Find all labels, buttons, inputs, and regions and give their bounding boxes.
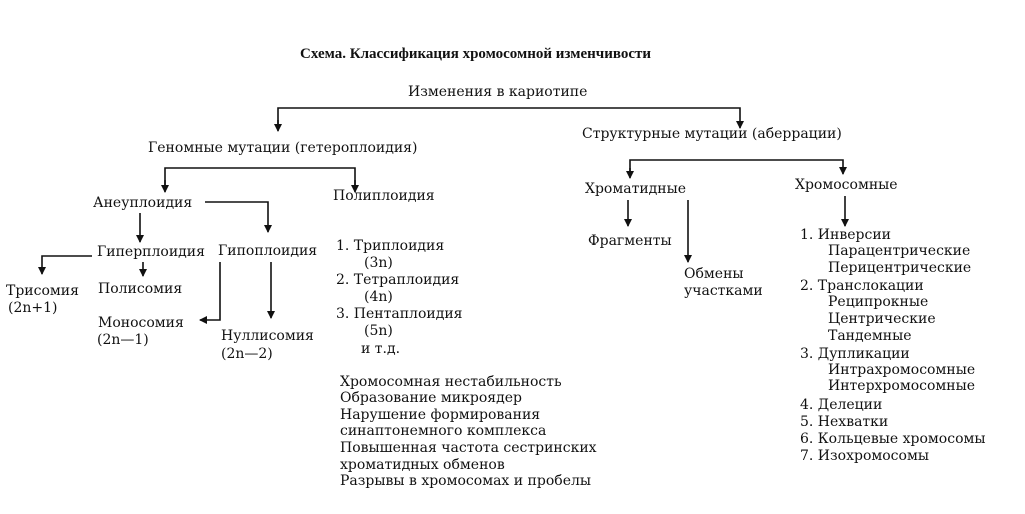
polyploidy-node: Полиплоидия [333, 188, 435, 204]
genomic-mutations-node: Геномные мутации (гетероплоидия) [148, 140, 418, 156]
consequence-item: Повышенная частота сестринских [340, 440, 597, 456]
chromosomal-item: 7. Изохромосомы [800, 448, 929, 464]
monosomy-node: Моносомия [98, 315, 184, 331]
structural-connector [629, 159, 847, 176]
chromosomal-item: Парацентрические [828, 243, 971, 259]
exchanges-node: Обмены [684, 266, 744, 282]
polyploidy-item: (5n) [364, 323, 393, 339]
polyploidy-item: 1. Триплоидия [336, 238, 445, 254]
hypoploidy-to-monosomy [199, 262, 221, 324]
hyperploidy-to-trisomy [38, 255, 92, 275]
polyploidy-item: 2. Тетраплоидия [336, 272, 460, 288]
chromosomal-item: Тандемные [828, 328, 912, 344]
polyploidy-item: (4n) [364, 289, 393, 305]
chromosomal-item: Центрические [828, 311, 936, 327]
chromosomal-item: 4. Делеции [800, 397, 883, 413]
consequence-item: Нарушение формирования [340, 407, 541, 423]
consequence-item: Хромосомная нестабильность [340, 374, 562, 390]
aneuploidy-to-hypoploidy [205, 201, 272, 233]
root-connector [277, 107, 744, 130]
trisomy-node: Трисомия [6, 283, 79, 299]
polyploidy-item: 3. Пентаплоидия [336, 306, 463, 322]
chromosomal-item: 2. Транслокации [800, 278, 924, 294]
polyploidy-item: (3n) [364, 255, 393, 271]
consequence-item: хроматидных обменов [340, 457, 505, 473]
hypoploidy-node: Гипоплоидия [218, 243, 318, 259]
trisomy-formula: (2n+1) [8, 300, 58, 316]
nullisomy-formula: (2n—2) [221, 346, 273, 362]
chromosomal-item: Интерхромосомные [828, 378, 976, 394]
chromosomal-node: Хромосомные [795, 177, 898, 193]
exchanges-node-line2: участками [684, 283, 763, 299]
chromosomal-item: Интрахромосомные [828, 362, 976, 378]
diagram-title: Схема. Классификация хромосомной изменчи… [300, 46, 652, 62]
chromosomal-item: 5. Нехватки [800, 414, 889, 430]
polyploidy-item: и т.д. [361, 341, 401, 357]
chromosomal-item: 6. Кольцевые хромосомы [800, 431, 986, 447]
polysomy-node: Полисомия [98, 281, 183, 297]
chromosomal-item: 3. Дупликации [800, 346, 910, 362]
consequence-item: Разрывы в хромосомах и пробелы [340, 473, 592, 489]
chromatid-node: Хроматидные [585, 181, 687, 197]
monosomy-formula: (2n—1) [97, 332, 149, 348]
nullisomy-node: Нуллисомия [221, 328, 314, 344]
chromosomal-item: Перицентрические [828, 260, 972, 276]
structural-mutations-node: Структурные мутации (аберрации) [582, 126, 842, 142]
hyperploidy-node: Гиперплоидия [97, 244, 205, 260]
aneuploidy-node: Анеуплоидия [93, 195, 193, 211]
genomic-connector [164, 167, 356, 190]
chromosomal-item: Реципрокные [828, 294, 929, 310]
consequence-item: синаптонемного комплекса [340, 423, 547, 439]
chromosomal-item: 1. Инверсии [800, 227, 891, 243]
consequence-item: Образование микроядер [340, 390, 522, 406]
root-node: Изменения в кариотипе [408, 84, 588, 100]
fragments-node: Фрагменты [588, 233, 672, 249]
